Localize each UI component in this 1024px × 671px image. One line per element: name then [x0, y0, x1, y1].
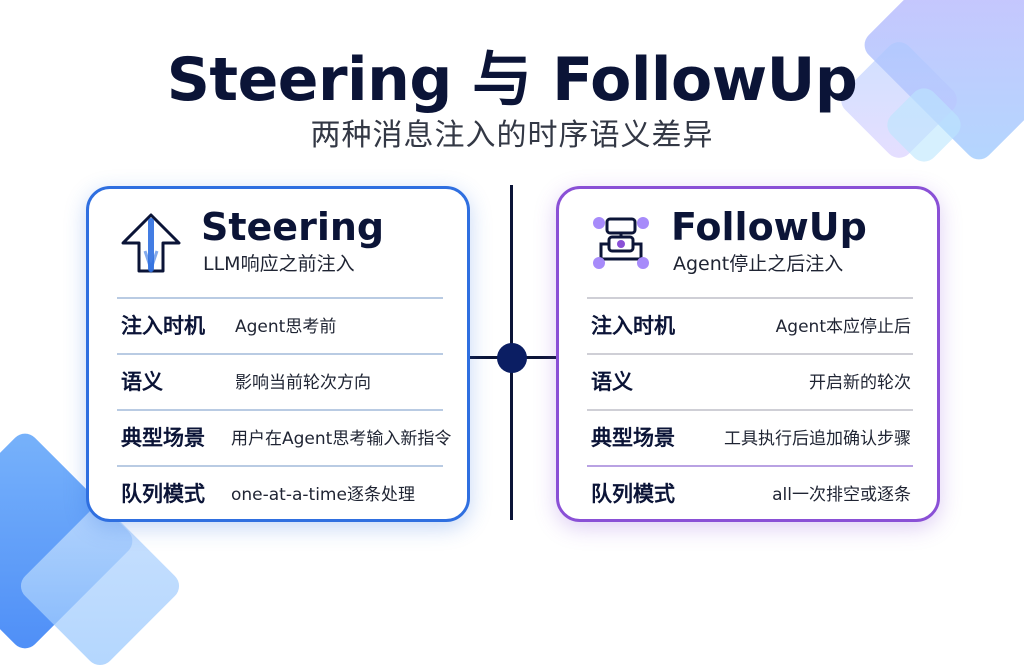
row-value: 影响当前轮次方向 [235, 373, 371, 393]
row-value: all一次排空或逐条 [772, 485, 911, 505]
steering-card-header: Steering LLM响应之前注入 [89, 189, 467, 293]
row-label: 注入时机 [591, 314, 675, 338]
row-label: 典型场景 [591, 426, 675, 450]
steering-row-queue-mode: 队列模式 one-at-a-time逐条处理 [117, 465, 443, 521]
steering-card: Steering LLM响应之前注入 注入时机 Agent思考前 语义 影响当前… [86, 186, 470, 522]
page-subtitle: 两种消息注入的时序语义差异 [310, 118, 714, 153]
flow-nodes-icon [589, 211, 653, 275]
followup-card-subtitle: Agent停止之后注入 [673, 253, 844, 275]
row-value: one-at-a-time逐条处理 [231, 485, 415, 505]
row-label: 队列模式 [591, 482, 675, 506]
followup-row-semantics: 语义 开启新的轮次 [587, 353, 913, 409]
row-label: 队列模式 [121, 482, 205, 506]
steering-attribute-list: 注入时机 Agent思考前 语义 影响当前轮次方向 典型场景 用户在Agent思… [117, 297, 451, 521]
followup-row-queue-mode: 队列模式 all一次排空或逐条 [587, 465, 913, 521]
steering-row-injection-timing: 注入时机 Agent思考前 [117, 297, 443, 353]
row-label: 语义 [591, 370, 633, 394]
followup-row-injection-timing: 注入时机 Agent本应停止后 [587, 297, 913, 353]
center-hub-dot [497, 343, 527, 373]
page-title: Steering 与 FollowUp [166, 45, 858, 115]
steering-row-typical-scenario: 典型场景 用户在Agent思考输入新指令 [117, 409, 451, 465]
up-arrow-icon [119, 211, 183, 275]
row-value: 工具执行后追加确认步骤 [724, 429, 911, 449]
followup-attribute-list: 注入时机 Agent本应停止后 语义 开启新的轮次 典型场景 工具执行后追加确认… [587, 297, 913, 521]
followup-row-typical-scenario: 典型场景 工具执行后追加确认步骤 [587, 409, 913, 465]
row-label: 注入时机 [121, 314, 205, 338]
row-label: 典型场景 [121, 426, 205, 450]
steering-card-title: Steering [201, 205, 385, 249]
followup-card-header: FollowUp Agent停止之后注入 [559, 189, 937, 293]
row-label: 语义 [121, 370, 163, 394]
followup-card: FollowUp Agent停止之后注入 注入时机 Agent本应停止后 语义 … [556, 186, 940, 522]
row-value: Agent本应停止后 [775, 317, 911, 337]
row-value: Agent思考前 [235, 317, 337, 337]
row-value: 用户在Agent思考输入新指令 [231, 429, 452, 449]
steering-card-subtitle: LLM响应之前注入 [203, 253, 355, 275]
followup-card-title: FollowUp [671, 205, 867, 249]
row-value: 开启新的轮次 [809, 373, 911, 393]
steering-row-semantics: 语义 影响当前轮次方向 [117, 353, 443, 409]
